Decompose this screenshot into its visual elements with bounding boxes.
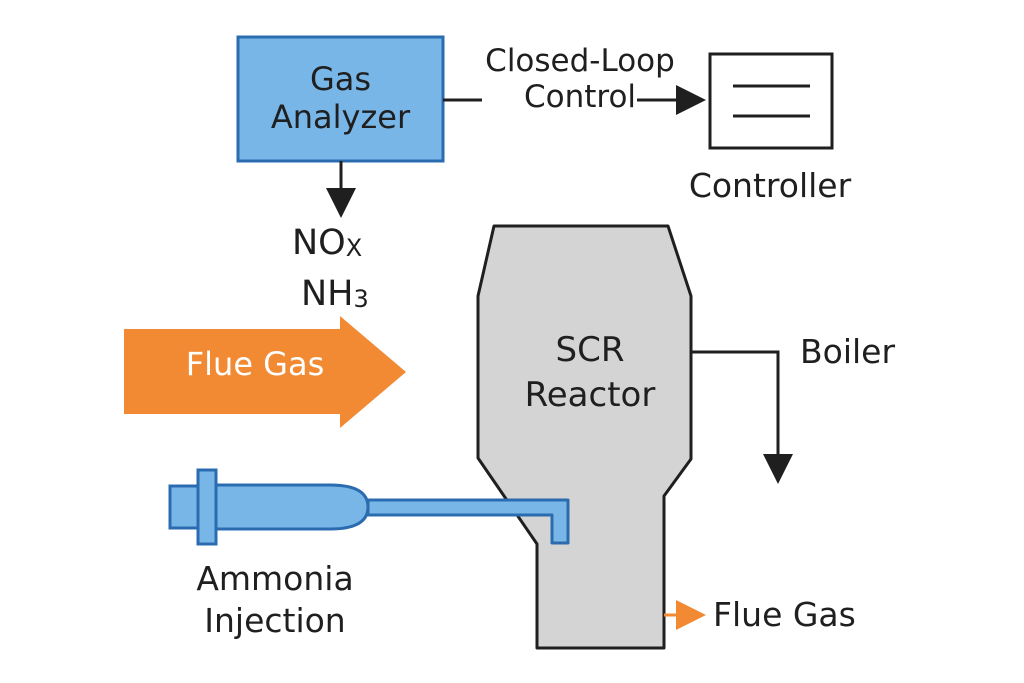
flue-gas-inlet-arrow <box>124 316 406 428</box>
nox-sub: X <box>345 234 363 262</box>
nh3-sub: 3 <box>353 285 369 313</box>
nh3-label: NH3 <box>301 277 369 312</box>
scr-reactor-label: SCR Reactor <box>490 328 690 418</box>
closed-loop-label: Closed-Loop Control <box>470 43 690 115</box>
scr-reactor-line2: Reactor <box>524 374 656 415</box>
flue-gas-inlet-label: Flue Gas <box>185 345 325 383</box>
nox-base: NO <box>292 223 346 263</box>
gas-analyzer-line1: Gas <box>309 60 372 99</box>
ammonia-injector <box>168 468 570 546</box>
gas-analyzer-label: Gas Analyzer <box>238 37 443 161</box>
boiler-label: Boiler <box>800 332 896 371</box>
nh3-base: NH <box>301 274 354 314</box>
boiler-line <box>691 350 793 484</box>
nox-label: NOX <box>292 226 362 261</box>
ammonia-line2: Injection <box>204 601 346 641</box>
gas-analyzer-box <box>236 35 445 163</box>
closed-loop-line2: Control <box>523 78 637 115</box>
ammonia-injection-label: Ammonia Injection <box>170 558 380 642</box>
controller-box <box>708 52 834 150</box>
ammonia-line1: Ammonia <box>196 559 354 598</box>
scr-reactor-body <box>476 224 693 650</box>
flue-gas-outlet-label: Flue Gas <box>713 595 856 634</box>
closed-loop-line1: Closed-Loop <box>485 43 675 79</box>
gas-analyzer-line2: Analyzer <box>270 98 411 136</box>
scr-reactor-line1: SCR <box>555 330 625 370</box>
controller-label: Controller <box>688 166 852 205</box>
